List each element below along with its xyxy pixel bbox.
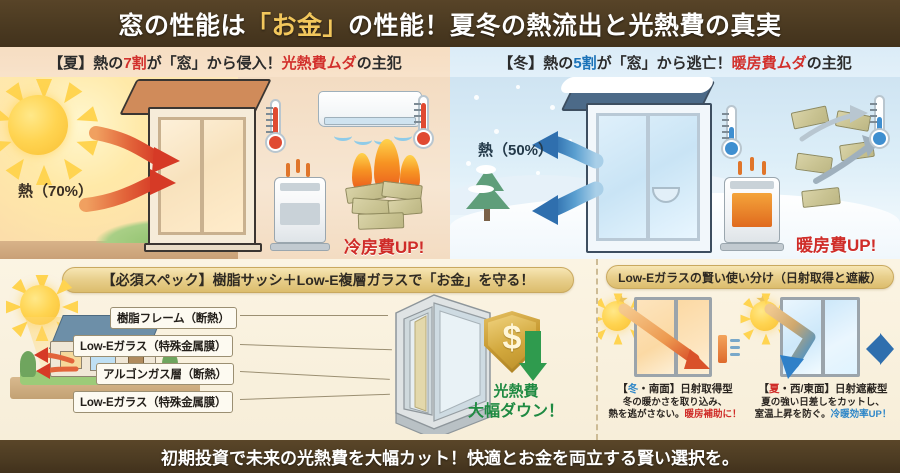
spec-panel-header: 【必須スペック】樹脂サッシ＋Low-E複層ガラスで「お金」を守る！: [62, 267, 574, 293]
winter-scene: 熱（50%）: [450, 77, 900, 259]
footer-text: 初期投資で未来の光熱費を大幅カット！快適とお金を両立する賢い選択を。: [161, 449, 739, 468]
window-sill: [144, 243, 262, 252]
shield-body2: 室温上昇を防ぐ。: [754, 409, 831, 421]
shield-arrow: [764, 303, 816, 379]
benefit-line-1: 光熱費: [493, 383, 539, 400]
winter-head-ratio: 5割: [573, 54, 597, 72]
summer-heat-label: 熱（70%）: [18, 183, 94, 200]
lowe-card-shield-title: 【夏・西/東面】日射遮蔽型: [748, 383, 898, 397]
spec-label-3: Low-Eガラス（特殊金属膜）: [73, 391, 234, 413]
main-title-gold: 「お金」: [245, 11, 348, 40]
shield-marker-right: [880, 333, 894, 365]
shield-marker-left: [866, 335, 880, 363]
gain-title-season: 冬: [627, 383, 639, 395]
winter-head-c: の主犯: [806, 54, 852, 72]
summer-head-ratio: 7割: [123, 54, 147, 72]
window-mullion: [200, 117, 204, 235]
spec-label-0: 樹脂フレーム（断熱）: [110, 307, 237, 329]
summer-cost-label: 冷房費UP!: [344, 238, 425, 257]
window-gain: [634, 297, 712, 377]
main-title-part1: 窓の性能は: [118, 11, 246, 40]
winter-head-waste: 暖房費ムダ: [731, 54, 807, 72]
lowe-card-shield-caption: 【夏・西/東面】日射遮蔽型 夏の強い日差しをカットし、 室温上昇を防ぐ。冷暖効率…: [748, 383, 898, 422]
glass-cutaway-icon: [395, 294, 491, 434]
main-title: 窓の性能は「お金」の性能！夏冬の熱流出と光熱費の真実: [118, 6, 781, 42]
summer-head-a: 【夏】熱の: [48, 54, 124, 72]
winter-window-mullion: [646, 113, 650, 241]
lowe-card-gain-caption: 【冬・南面】日射取得型 冬の暖かさを取り込み、 熱を逃がさない。暖房補助に！: [600, 383, 750, 422]
winter-heat-label: 熱（50%）: [478, 142, 554, 159]
summer-head-b: が「窓」から侵入！: [146, 54, 282, 72]
spec-panel: 【必須スペック】樹脂サッシ＋Low-E複層ガラスで「お金」を守る！: [0, 259, 596, 440]
winter-head-b: が「窓」から逃亡！: [596, 54, 732, 72]
gain-arrow: [618, 303, 710, 369]
shield-title-rest: ・西/東面】日射遮蔽型: [779, 383, 888, 395]
lowe-panel-header: Low-Eガラスの賢い使い分け（日射取得と遮蔽）: [606, 265, 894, 289]
gain-wave-2: [730, 346, 740, 349]
gain-highlight: 暖房補助に！: [684, 409, 742, 421]
gain-wave-3: [730, 353, 740, 356]
shield-title-bracket: 【: [758, 383, 770, 395]
main-title-bar: 窓の性能は「お金」の性能！夏冬の熱流出と光熱費の真実: [0, 0, 900, 47]
summer-head-c: の主犯: [356, 54, 402, 72]
main-title-part2: の性能！夏冬の熱流出と光熱費の真実: [348, 11, 782, 40]
shield-dollar-sign: $: [502, 319, 522, 357]
spec-label-2: アルゴンガス層（断熱）: [96, 363, 234, 385]
lowe-card-shield-body2-row: 室温上昇を防ぐ。冷暖効率UP！: [748, 409, 898, 422]
gain-body2: 熱を逃がさない。: [608, 409, 685, 421]
shield-highlight: 冷暖効率UP！: [830, 409, 892, 421]
summer-head-waste: 光熱費ムダ: [281, 54, 357, 72]
shield-title-season: 夏: [769, 383, 780, 395]
gain-wall-marker: [718, 335, 727, 363]
summer-scene: 熱（70%）: [0, 77, 450, 259]
lowe-card-gain-body2-row: 熱を逃がさない。暖房補助に！: [600, 409, 750, 422]
tree-left: [20, 351, 36, 377]
lowe-card-shield-body1: 夏の強い日差しをカットし、: [761, 396, 885, 408]
spec-leader-0: [240, 315, 388, 316]
summer-panel: 熱（70%）: [0, 47, 450, 259]
winter-panel: 熱（50%）: [450, 47, 900, 259]
winter-head-a: 【冬】熱の: [498, 54, 574, 72]
heat-loss-arrows: [532, 131, 604, 225]
spec-label-1: Low-Eガラス（特殊金属膜）: [73, 335, 234, 357]
gain-title-bracket: 【: [617, 383, 628, 395]
heat-gain-arrows: [79, 126, 180, 212]
gain-title-rest: ・南面】日射取得型: [638, 383, 733, 395]
lowe-card-gain-title: 【冬・南面】日射取得型: [600, 383, 750, 397]
winter-cost-label: 暖房費UP!: [796, 236, 877, 255]
lowe-card-gain-body1: 冬の暖かさを取り込み、: [622, 396, 728, 408]
house-heat-arrows: [34, 347, 79, 379]
footer-bar: 初期投資で未来の光熱費を大幅カット！快適とお金を両立する賢い選択を。: [0, 440, 900, 473]
lowe-panel: Low-Eガラスの賢い使い分け（日射取得と遮蔽）: [596, 259, 900, 440]
benefit-line-2: 大幅ダウン！: [467, 403, 564, 420]
gain-wave-1: [730, 339, 740, 342]
